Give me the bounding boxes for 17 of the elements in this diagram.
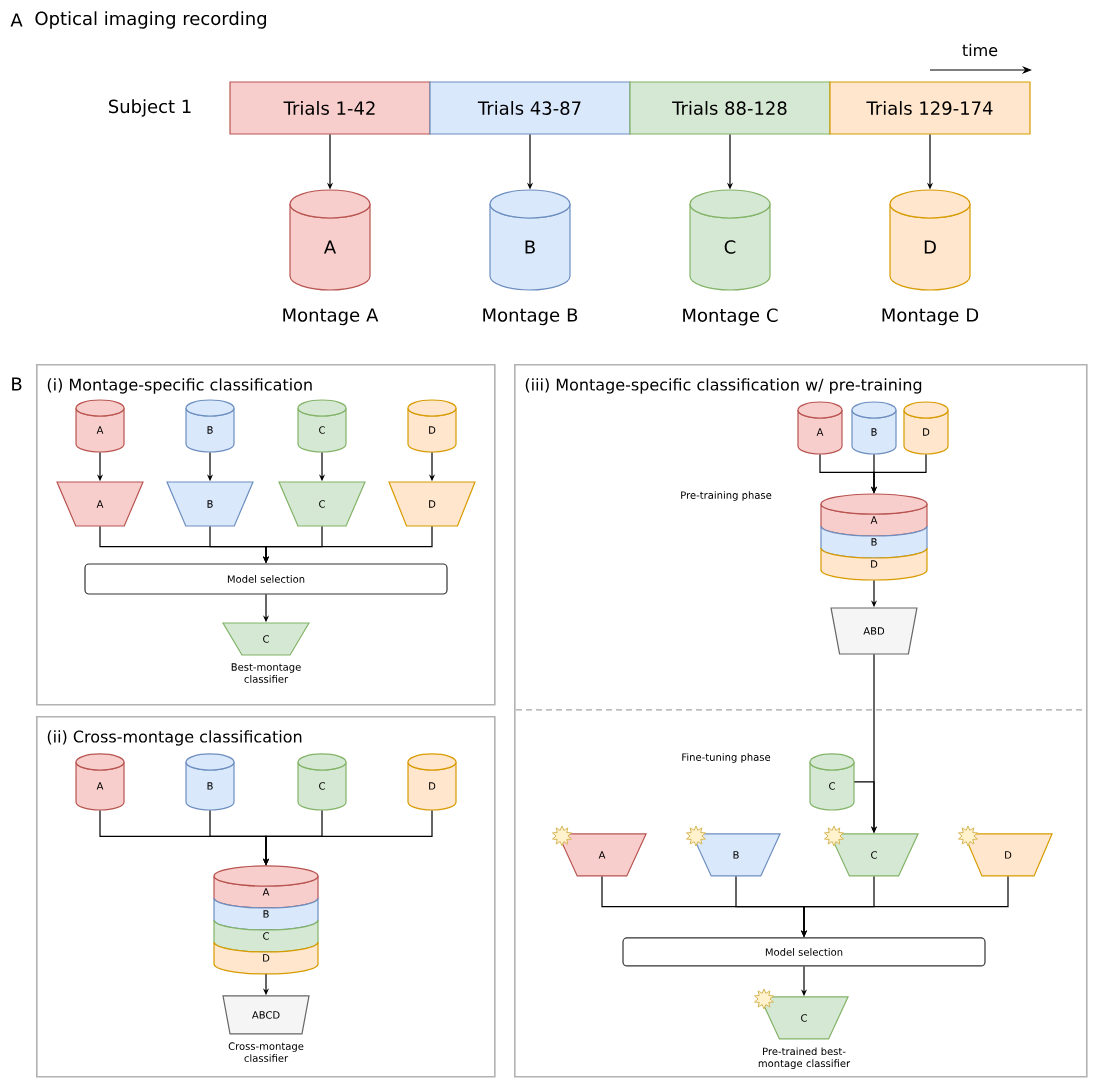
- node-label: Montage B: [483, 308, 578, 326]
- database-cylinder: C: [689, 189, 771, 291]
- node-label: Montage C: [683, 308, 778, 326]
- label: A: [10, 13, 23, 27]
- database-cylinder: D: [889, 189, 971, 291]
- node-label: Montage A: [283, 308, 379, 326]
- label: time: [962, 43, 998, 57]
- node-label: Montage D: [882, 308, 979, 326]
- trial-segment: Trials 1-42: [229, 81, 431, 135]
- trial-segment: Trials 43-87: [429, 81, 631, 135]
- trial-segment: Trials 129-174: [829, 81, 1031, 135]
- label: Subject 1: [108, 99, 191, 117]
- database-cylinder: A: [289, 189, 371, 291]
- label: Optical imaging recording: [35, 11, 266, 29]
- label: B: [12, 377, 22, 391]
- database-cylinder: B: [489, 189, 571, 291]
- trial-segment: Trials 88-128: [629, 81, 831, 135]
